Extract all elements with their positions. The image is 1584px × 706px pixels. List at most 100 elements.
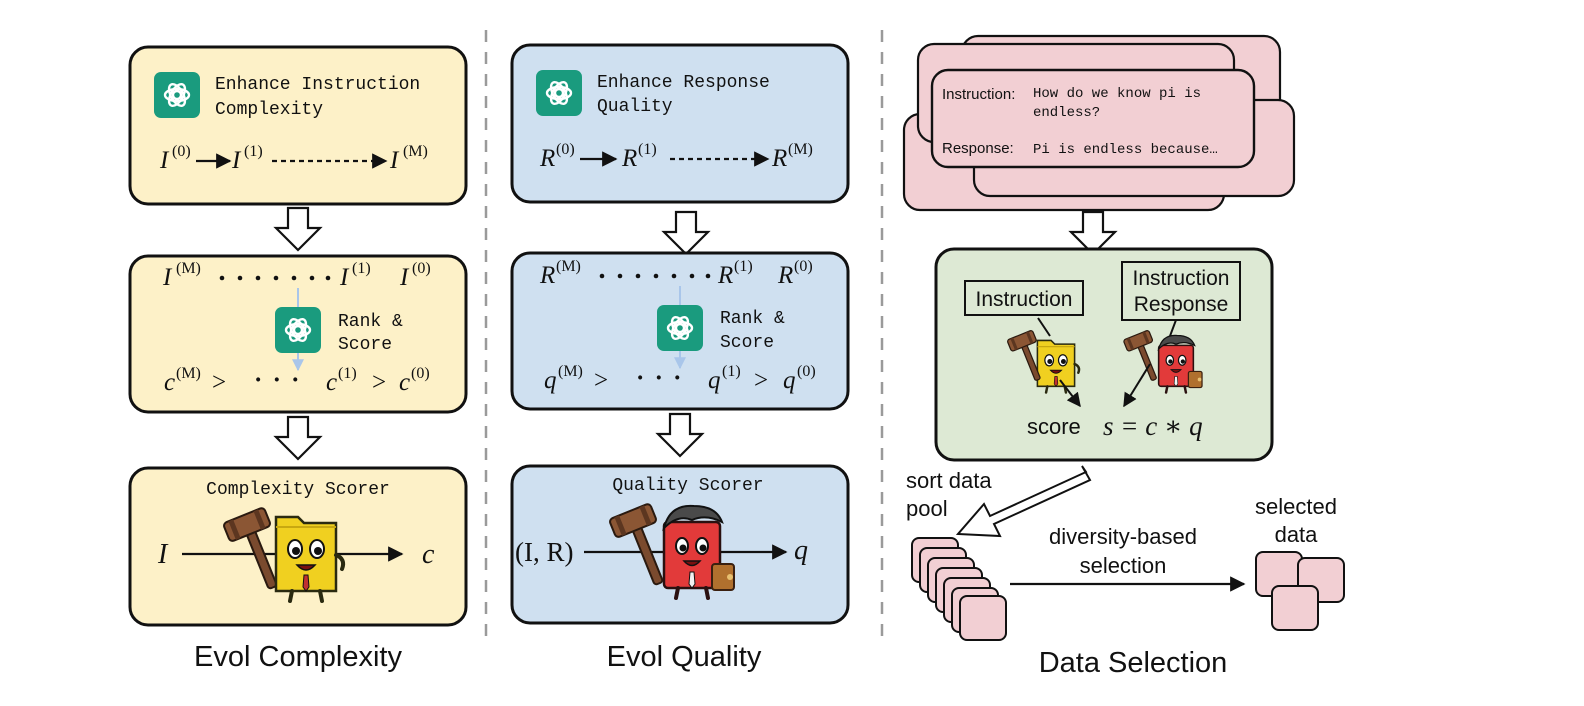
chain-R1-sup: (1)	[638, 141, 657, 158]
instruction-text-line1: How do we know pi is	[1033, 86, 1201, 102]
rank-I0-sup: (0)	[412, 260, 431, 277]
score-q0-sup: (0)	[797, 363, 816, 380]
down-arrow-2	[274, 415, 322, 461]
quality-scorer-title: Quality Scorer	[612, 476, 763, 496]
rank-IM: I	[162, 264, 173, 291]
evol-quality-column: Enhance Response Quality R (0) R (1) R (…	[510, 43, 850, 673]
gpt-icon	[152, 70, 202, 120]
rank-dots	[219, 275, 331, 281]
chain-I1-sup: (1)	[244, 143, 263, 160]
rank-label-line2: Score	[720, 333, 774, 353]
label-pointer-1	[1037, 317, 1051, 337]
instruction-text-line2: endless?	[1033, 105, 1100, 121]
data-selection-column: Instruction: How do we know pi is endles…	[902, 34, 1345, 679]
instruction-response-judge-label-box	[1121, 261, 1241, 321]
down-arrow-1	[662, 210, 710, 256]
chain-I0: I	[159, 147, 170, 174]
chain-RM: R	[771, 145, 787, 172]
diversity-label-line2: selection	[1080, 553, 1167, 578]
rank-label-line1: Rank &	[720, 309, 785, 329]
rank-R0: R	[777, 262, 793, 289]
gt-1: >	[594, 367, 608, 394]
step1-title-line2: Complexity	[215, 100, 323, 120]
chain-I1: I	[231, 147, 242, 174]
rank-R1-sup: (1)	[734, 258, 753, 275]
rank-RM: R	[539, 262, 555, 289]
caption-data-selection: Data Selection	[1039, 647, 1228, 679]
instruction-label: Instruction:	[942, 86, 1015, 103]
chain-I0-sup: (0)	[172, 143, 191, 160]
instruction-judge-label-box	[964, 280, 1084, 316]
chain-R1: R	[621, 145, 637, 172]
down-arrow-2	[656, 412, 704, 458]
score-dots: · · ·	[254, 367, 302, 394]
response-label: Response:	[942, 140, 1014, 157]
score-cM-sup: (M)	[176, 365, 201, 382]
caption-evol-complexity: Evol Complexity	[194, 641, 402, 673]
complexity-scorer-character	[274, 515, 346, 603]
score-dots: · · ·	[636, 365, 684, 392]
score-c0-sup: (0)	[411, 365, 430, 382]
rank-RM-sup: (M)	[556, 258, 581, 275]
gpt-icon	[273, 305, 323, 355]
enhance-response-box	[510, 43, 850, 204]
score-cM: c	[164, 369, 175, 396]
caption-evol-quality: Evol Quality	[607, 641, 762, 673]
score-q0: q	[783, 367, 796, 394]
rank-R1: R	[717, 262, 733, 289]
step1-title-line1: Enhance Response	[597, 73, 770, 93]
score-qM: q	[544, 367, 557, 394]
score-q1: q	[708, 367, 721, 394]
complexity-scorer-title: Complexity Scorer	[206, 480, 390, 500]
score-formula: s = c ∗ q	[1103, 411, 1203, 441]
chain-R0: R	[539, 145, 555, 172]
ir-judge-label-line1: Instruction	[1133, 267, 1230, 290]
scorer-input-IR: (I, R)	[515, 537, 573, 567]
rank-label-line1: Rank &	[338, 312, 403, 332]
score-q1-sup: (1)	[722, 363, 741, 380]
chain-RM-sup: (M)	[788, 141, 813, 158]
selected-data	[1255, 551, 1345, 631]
score-c1-sup: (1)	[338, 365, 357, 382]
scorer-output-c: c	[422, 539, 435, 570]
selected-label-line1: selected	[1255, 494, 1337, 519]
gt-2: >	[754, 367, 768, 394]
rank-label-line2: Score	[338, 335, 392, 355]
sort-label-line2: pool	[906, 496, 948, 521]
gpt-icon	[655, 303, 705, 353]
chain-R0-sup: (0)	[556, 141, 575, 158]
rank-IM-sup: (M)	[176, 260, 201, 277]
chain-IM-sup: (M)	[403, 143, 428, 160]
gt-1: >	[212, 369, 226, 396]
diversity-label-line1: diversity-based	[1049, 524, 1197, 549]
gpt-icon	[534, 68, 584, 118]
scorer-output-q: q	[794, 535, 808, 566]
score-qM-sup: (M)	[558, 363, 583, 380]
judge-arrow-2	[1123, 363, 1151, 408]
gt-2: >	[372, 369, 386, 396]
scorer-input-I: I	[157, 539, 169, 570]
selected-label-line2: data	[1275, 522, 1319, 547]
label-pointer-2	[1169, 319, 1177, 337]
sorted-data-pool	[911, 537, 1007, 641]
rank-I0: I	[399, 264, 410, 291]
rank-I1: I	[339, 264, 350, 291]
enhance-instruction-box	[128, 45, 468, 206]
judge-arrow-1	[1059, 379, 1081, 408]
rank-I1-sup: (1)	[352, 260, 371, 277]
chain-IM: I	[389, 147, 400, 174]
data-sample-card	[930, 68, 1256, 169]
down-arrow-1	[274, 206, 322, 252]
rank-R0-sup: (0)	[794, 258, 813, 275]
instruction-judge-label: Instruction	[976, 288, 1073, 311]
score-c0: c	[399, 369, 410, 396]
ir-judge-label-line2: Response	[1134, 293, 1229, 316]
sort-arrow	[955, 465, 1092, 538]
score-label: score	[1027, 414, 1081, 439]
evol-complexity-column: Enhance Instruction Complexity I (0) I (…	[128, 45, 468, 673]
sort-label-line1: sort data	[906, 468, 992, 493]
rank-dots	[599, 273, 711, 279]
step1-title-line1: Enhance Instruction	[215, 75, 420, 95]
response-text: Pi is endless because…	[1033, 142, 1218, 158]
